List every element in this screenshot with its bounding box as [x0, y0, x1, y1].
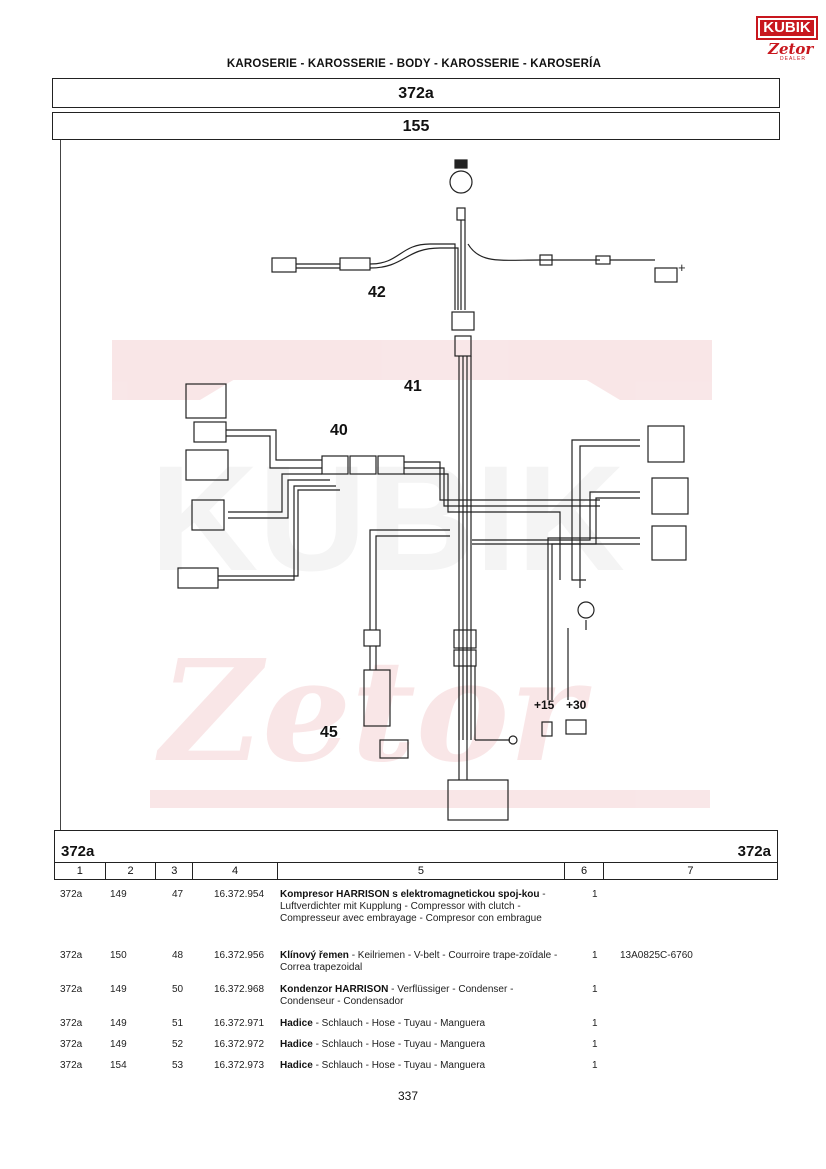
- section-header: KAROSERIE - KAROSSERIE - BODY - KAROSSER…: [226, 58, 602, 70]
- cell-description: Hadice - Schlauch - Hose - Tuyau - Mangu…: [280, 1039, 560, 1051]
- cell-part-number: 16.372.956: [214, 950, 265, 961]
- cell-col2: 150: [110, 950, 127, 961]
- callout-42: 42: [368, 284, 386, 301]
- cell-quantity: 1: [592, 1018, 598, 1029]
- group-number-box: 155: [52, 112, 780, 140]
- callout-41: 41: [404, 378, 422, 395]
- logo-brand-bottom: Zetor: [768, 40, 814, 58]
- cell-col2: 154: [110, 1060, 127, 1071]
- terminal-30-label: +30: [566, 698, 587, 712]
- cell-group: 372a: [60, 1060, 83, 1071]
- cell-part-number: 16.372.968: [214, 984, 265, 995]
- page-number: 337: [398, 1089, 419, 1103]
- table-title-right: 372a: [737, 843, 771, 860]
- table-column-headers: 1 2 3 4 5 6 7: [54, 862, 778, 880]
- callout-45: 45: [320, 724, 338, 741]
- terminal-15-label: +15: [534, 698, 555, 712]
- cell-note: 13A0825C-6760: [620, 950, 693, 961]
- cell-description: Klínový řemen - Keilriemen - V-belt - Co…: [280, 950, 560, 974]
- description-primary: Kondenzor HARRISON: [280, 984, 389, 995]
- kubik-zetor-logo: KUBIK Zetor DEALER: [754, 14, 818, 62]
- cell-quantity: 1: [592, 984, 598, 995]
- cell-quantity: 1: [592, 950, 598, 961]
- description-translations: - Luftverdichter mit Kupplung - Compress…: [280, 889, 546, 924]
- table-title-bar: 372a 372a: [54, 830, 778, 862]
- column-header: 5: [278, 863, 566, 879]
- cell-quantity: 1: [592, 889, 598, 900]
- description-primary: Kompresor HARRISON s elektromagnetickou …: [280, 889, 540, 900]
- description-primary: Klínový řemen: [280, 950, 349, 961]
- group-code-box: 372a: [52, 78, 780, 108]
- cell-group: 372a: [60, 889, 83, 900]
- description-primary: Hadice: [280, 1039, 313, 1050]
- cell-part-number: 16.372.954: [214, 889, 265, 900]
- column-header: 7: [687, 865, 694, 877]
- cell-col2: 149: [110, 1018, 127, 1029]
- cell-group: 372a: [60, 950, 83, 961]
- cell-group: 372a: [60, 984, 83, 995]
- cell-position: 50: [172, 984, 184, 995]
- watermark-graphic: KUBIK Zetor: [112, 340, 712, 808]
- svg-text:+: +: [678, 260, 686, 275]
- cell-part-number: 16.372.971: [214, 1018, 265, 1029]
- cell-description: Kompresor HARRISON s elektromagnetickou …: [280, 889, 560, 925]
- description-primary: Hadice: [280, 1018, 313, 1029]
- cell-quantity: 1: [592, 1039, 598, 1050]
- svg-text:KUBIK: KUBIK: [150, 434, 625, 602]
- cell-group: 372a: [60, 1039, 83, 1050]
- table-title-left: 372a: [61, 843, 95, 860]
- column-header: 3: [156, 863, 194, 879]
- description-translations: - Schlauch - Hose - Tuyau - Manguera: [312, 1039, 486, 1050]
- column-header: 6: [565, 863, 604, 879]
- column-header: 4: [193, 863, 278, 879]
- logo-brand-top: KUBIK: [756, 16, 818, 40]
- description-translations: - Verflüssiger - Condenser - Condenseur …: [280, 984, 514, 1007]
- cell-col2: 149: [110, 889, 127, 900]
- description-translations: - Schlauch - Hose - Tuyau - Manguera: [312, 1060, 486, 1071]
- column-header: 2: [106, 863, 157, 879]
- cell-position: 51: [172, 1018, 184, 1029]
- cell-part-number: 16.372.973: [214, 1060, 265, 1071]
- svg-text:Zetor: Zetor: [155, 630, 592, 794]
- parts-table: 372a 372a 1 2 3 4 5 6 7 372a 149 47 16.3…: [54, 830, 778, 1071]
- cell-position: 47: [172, 889, 184, 900]
- description-translations: - Schlauch - Hose - Tuyau - Manguera: [312, 1018, 486, 1029]
- cell-quantity: 1: [592, 1060, 598, 1071]
- cell-part-number: 16.372.972: [214, 1039, 265, 1050]
- cell-position: 48: [172, 950, 184, 961]
- cell-description: Hadice - Schlauch - Hose - Tuyau - Mangu…: [280, 1060, 560, 1072]
- cell-position: 52: [172, 1039, 184, 1050]
- cell-description: Hadice - Schlauch - Hose - Tuyau - Mangu…: [280, 1018, 560, 1030]
- column-header: 1: [55, 863, 106, 879]
- callout-40: 40: [330, 422, 348, 439]
- description-primary: Hadice: [280, 1060, 313, 1071]
- wiring-lines: +: [177, 159, 689, 821]
- description-translations: - Keilriemen - V-belt - Courroire trape-…: [280, 950, 558, 973]
- cell-group: 372a: [60, 1018, 83, 1029]
- left-margin-rule: [60, 140, 61, 830]
- wiring-diagram: KUBIK Zetor +: [0, 140, 826, 830]
- wiring-diagram-svg: KUBIK Zetor +: [112, 159, 712, 821]
- cell-description: Kondenzor HARRISON - Verflüssiger - Cond…: [280, 984, 560, 1008]
- cell-col2: 149: [110, 1039, 127, 1050]
- cell-col2: 149: [110, 984, 127, 995]
- cell-position: 53: [172, 1060, 184, 1071]
- logo-tagline: DEALER: [780, 56, 807, 62]
